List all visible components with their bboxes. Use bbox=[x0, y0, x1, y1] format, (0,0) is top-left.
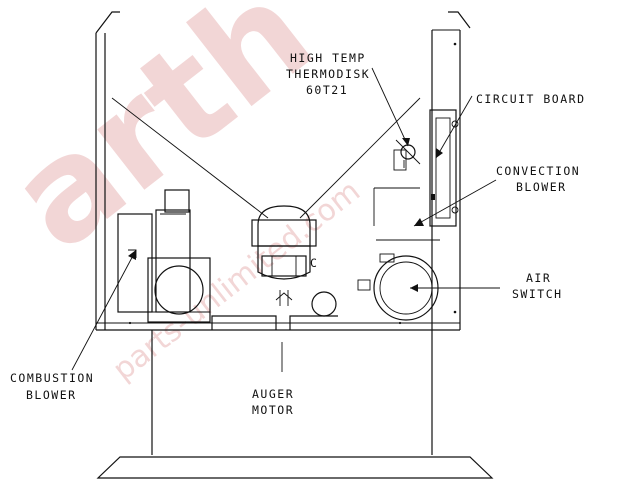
label-convection-1: CONVECTION bbox=[496, 164, 580, 178]
label-air-2: SWITCH bbox=[512, 287, 563, 301]
label-air-1: AIR bbox=[526, 271, 551, 285]
svg-text:C: C bbox=[310, 256, 318, 270]
air-switch-housing bbox=[357, 239, 440, 321]
circuit-board bbox=[429, 109, 459, 227]
leader-lines bbox=[71, 67, 500, 372]
label-convection-2: BLOWER bbox=[516, 180, 567, 194]
hopper-lines bbox=[111, 97, 421, 219]
labels: HIGH TEMP THERMODISK 60T21 CIRCUIT BOARD… bbox=[10, 51, 586, 417]
bottom-shelf bbox=[211, 291, 338, 330]
thermodisk bbox=[395, 139, 421, 168]
label-combustion-2: BLOWER bbox=[26, 388, 77, 402]
pedestal bbox=[96, 330, 494, 479]
cabinet-outline bbox=[95, 29, 461, 331]
label-high-temp-2: THERMODISK bbox=[286, 67, 370, 81]
label-circuit-board: CIRCUIT BOARD bbox=[476, 92, 586, 106]
top-flares bbox=[95, 11, 471, 34]
convection-bracket bbox=[373, 149, 420, 226]
auger-motor: C bbox=[251, 205, 318, 306]
label-auger-1: AUGER bbox=[252, 387, 294, 401]
combustion-blower bbox=[117, 189, 211, 323]
label-combustion-1: COMBUSTION bbox=[10, 371, 94, 385]
label-auger-2: MOTOR bbox=[252, 403, 294, 417]
label-high-temp-1: HIGH TEMP bbox=[290, 51, 366, 65]
label-high-temp-3: 60T21 bbox=[306, 83, 348, 97]
